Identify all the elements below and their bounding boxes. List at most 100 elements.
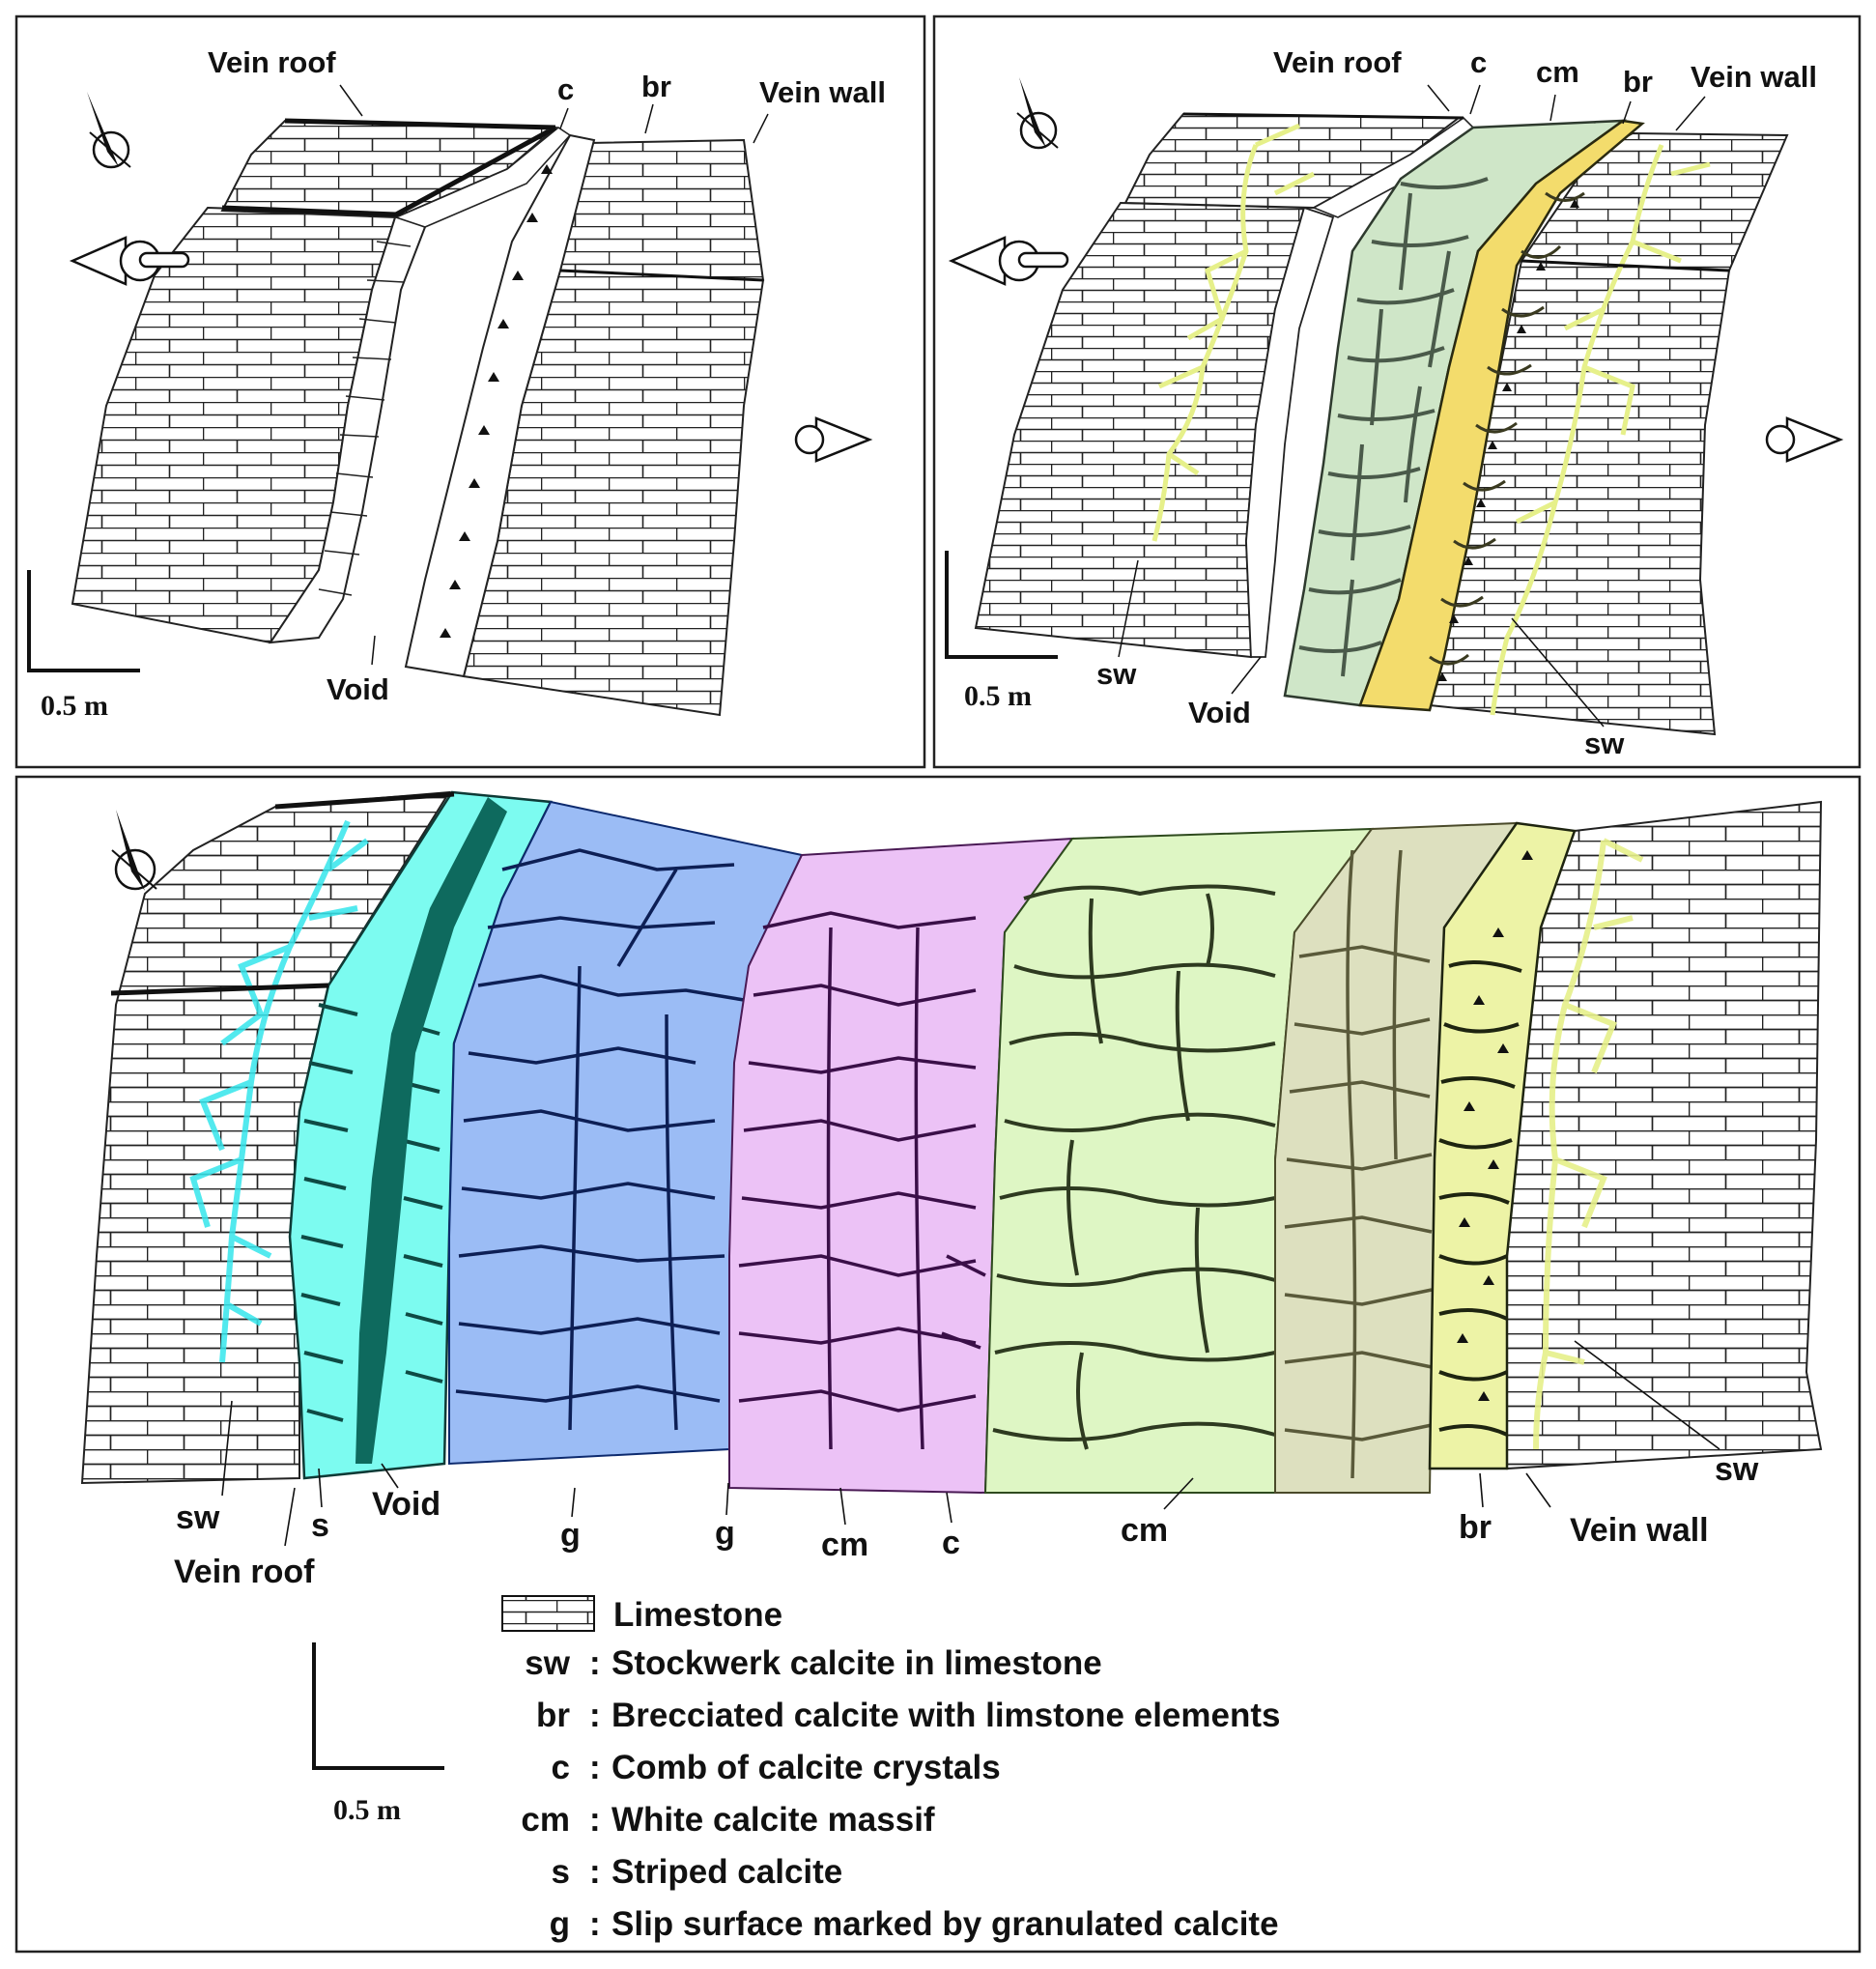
eye-left-icon [69,236,190,286]
legend: Limestone sw : Stockwerk calcite in lime… [501,1595,1280,1943]
leader-vein-roof-b [1427,84,1450,112]
scale-label-a: 0.5 m [41,690,108,722]
label-cm-b: cm [1536,55,1579,89]
legend-item: br : Brecciated calcite with limstone el… [536,1697,1280,1734]
label-sw-right-c: sw [1715,1451,1759,1488]
label-cm2-c: cm [1121,1512,1168,1549]
panel-c: sw Vein roof s Void g g cm c cm br Vein … [14,775,1862,1954]
leader-sw-right-b [1511,617,1605,728]
legend-text: Comb of calcite crystals [611,1749,1001,1786]
legend-code: c [552,1749,570,1786]
stockwerk-veins-b-right [1490,144,1711,716]
legend-sep: : [589,1697,601,1734]
scale-bar-c [312,1642,444,1770]
legend-item: cm : White calcite massif [521,1801,935,1839]
north-arrow-icon [87,92,131,169]
label-sw-left-c: sw [176,1499,220,1536]
br-band-b [1358,119,1645,712]
scale-label-c: 0.5 m [333,1794,401,1826]
label-c-a: c [557,72,574,106]
north-arrow-icon [111,810,157,891]
leader-g1-c [571,1487,576,1518]
stockwerk-veins-c-right [1533,838,1644,1450]
leader-sw-right-c [1574,1340,1720,1450]
leader-vein-wall-b [1675,96,1706,131]
label-c-c: c [942,1525,960,1561]
comb-zone-cells-c [738,911,986,1450]
leader-c-b [1469,84,1481,115]
limestone-right-top-a [558,138,765,282]
panel-b: 0.5 m Vein roof c cm br Vein wall sw Voi… [932,14,1862,769]
label-br-b: br [1623,65,1653,99]
legend-text: Striped calcite [611,1853,842,1891]
leader-vein-roof-c [284,1487,296,1547]
legend-code: sw [525,1644,570,1682]
eye-right-icon [794,416,873,463]
legend-item: c : Comb of calcite crystals [552,1749,1001,1786]
legend-code: br [536,1697,570,1734]
massif-cells-c [992,884,1276,1450]
leader-sw-left-b [1118,559,1139,658]
leader-c-a [559,107,569,129]
slip-zone-cells-c [455,848,745,1431]
vein-roof-line-b [1182,112,1464,120]
label-void-b: Void [1188,696,1251,729]
legend-text: Stockwerk calcite in limestone [611,1644,1102,1682]
comb-crystals-b [1245,206,1335,658]
legend-limestone-swatch [501,1595,595,1632]
leader-vein-wall-c [1525,1472,1551,1508]
label-s-c: s [311,1507,329,1544]
leader-br-b [1622,100,1632,125]
leader-sw-left-c [221,1400,233,1497]
leader-vein-roof-a [339,84,363,117]
vein-roof-line-c [110,791,455,996]
legend-text: White calcite massif [611,1801,935,1839]
label-void-c: Void [372,1486,441,1523]
eye-left-icon [948,236,1069,286]
scale-bar-b [945,551,1058,659]
label-vein-wall-c: Vein wall [1570,1512,1709,1549]
legend-sep: : [589,1801,601,1839]
br-cells-b [1429,191,1585,666]
leader-void-b [1231,656,1262,695]
label-vein-roof-a: Vein roof [208,45,336,79]
comb-teeth-a [318,241,412,596]
label-vein-roof-c: Vein roof [174,1554,315,1590]
label-sw-left-b: sw [1096,657,1137,691]
scale-label-b: 0.5 m [964,680,1032,712]
legend-sep: : [589,1749,601,1786]
label-br-a: br [641,70,671,103]
label-void-a: Void [327,672,389,706]
legend-sep: : [589,1853,601,1891]
label-sw-right-b: sw [1584,727,1625,760]
label-g1-c: g [560,1517,581,1554]
vein-roof-line-a [221,118,557,217]
leader-c-c [946,1492,952,1524]
legend-code: s [552,1853,570,1891]
leader-cm-b [1549,94,1556,122]
legend-limestone-label: Limestone [613,1596,782,1634]
stockwerk-veins-b-left [1151,123,1316,542]
leader-g2-c [725,1482,729,1516]
legend-code: cm [521,1801,570,1839]
leader-vein-wall-a [753,113,769,144]
legend-item: g : Slip surface marked by granulated ca… [550,1905,1279,1943]
leader-br-a [644,103,654,134]
label-g2-c: g [715,1515,735,1552]
leader-cm1-c [839,1487,846,1526]
leader-void-a [371,635,376,666]
vein-wall-line-b [1521,259,1730,272]
scale-bar-a [27,570,140,672]
cm-cells-b [1298,177,1489,677]
label-c-b: c [1470,45,1487,79]
leader-cm2-c [1163,1477,1194,1510]
leader-br-c [1479,1472,1484,1508]
breccia-band-a [404,133,596,678]
eye-right-icon [1765,416,1844,463]
legend-text: Slip surface marked by granulated calcit… [611,1905,1279,1943]
legend-item: sw : Stockwerk calcite in limestone [525,1644,1101,1682]
breccia-zone-c [1428,821,1577,1470]
north-arrow-icon [1016,77,1059,150]
void-channel-c [355,797,507,1464]
